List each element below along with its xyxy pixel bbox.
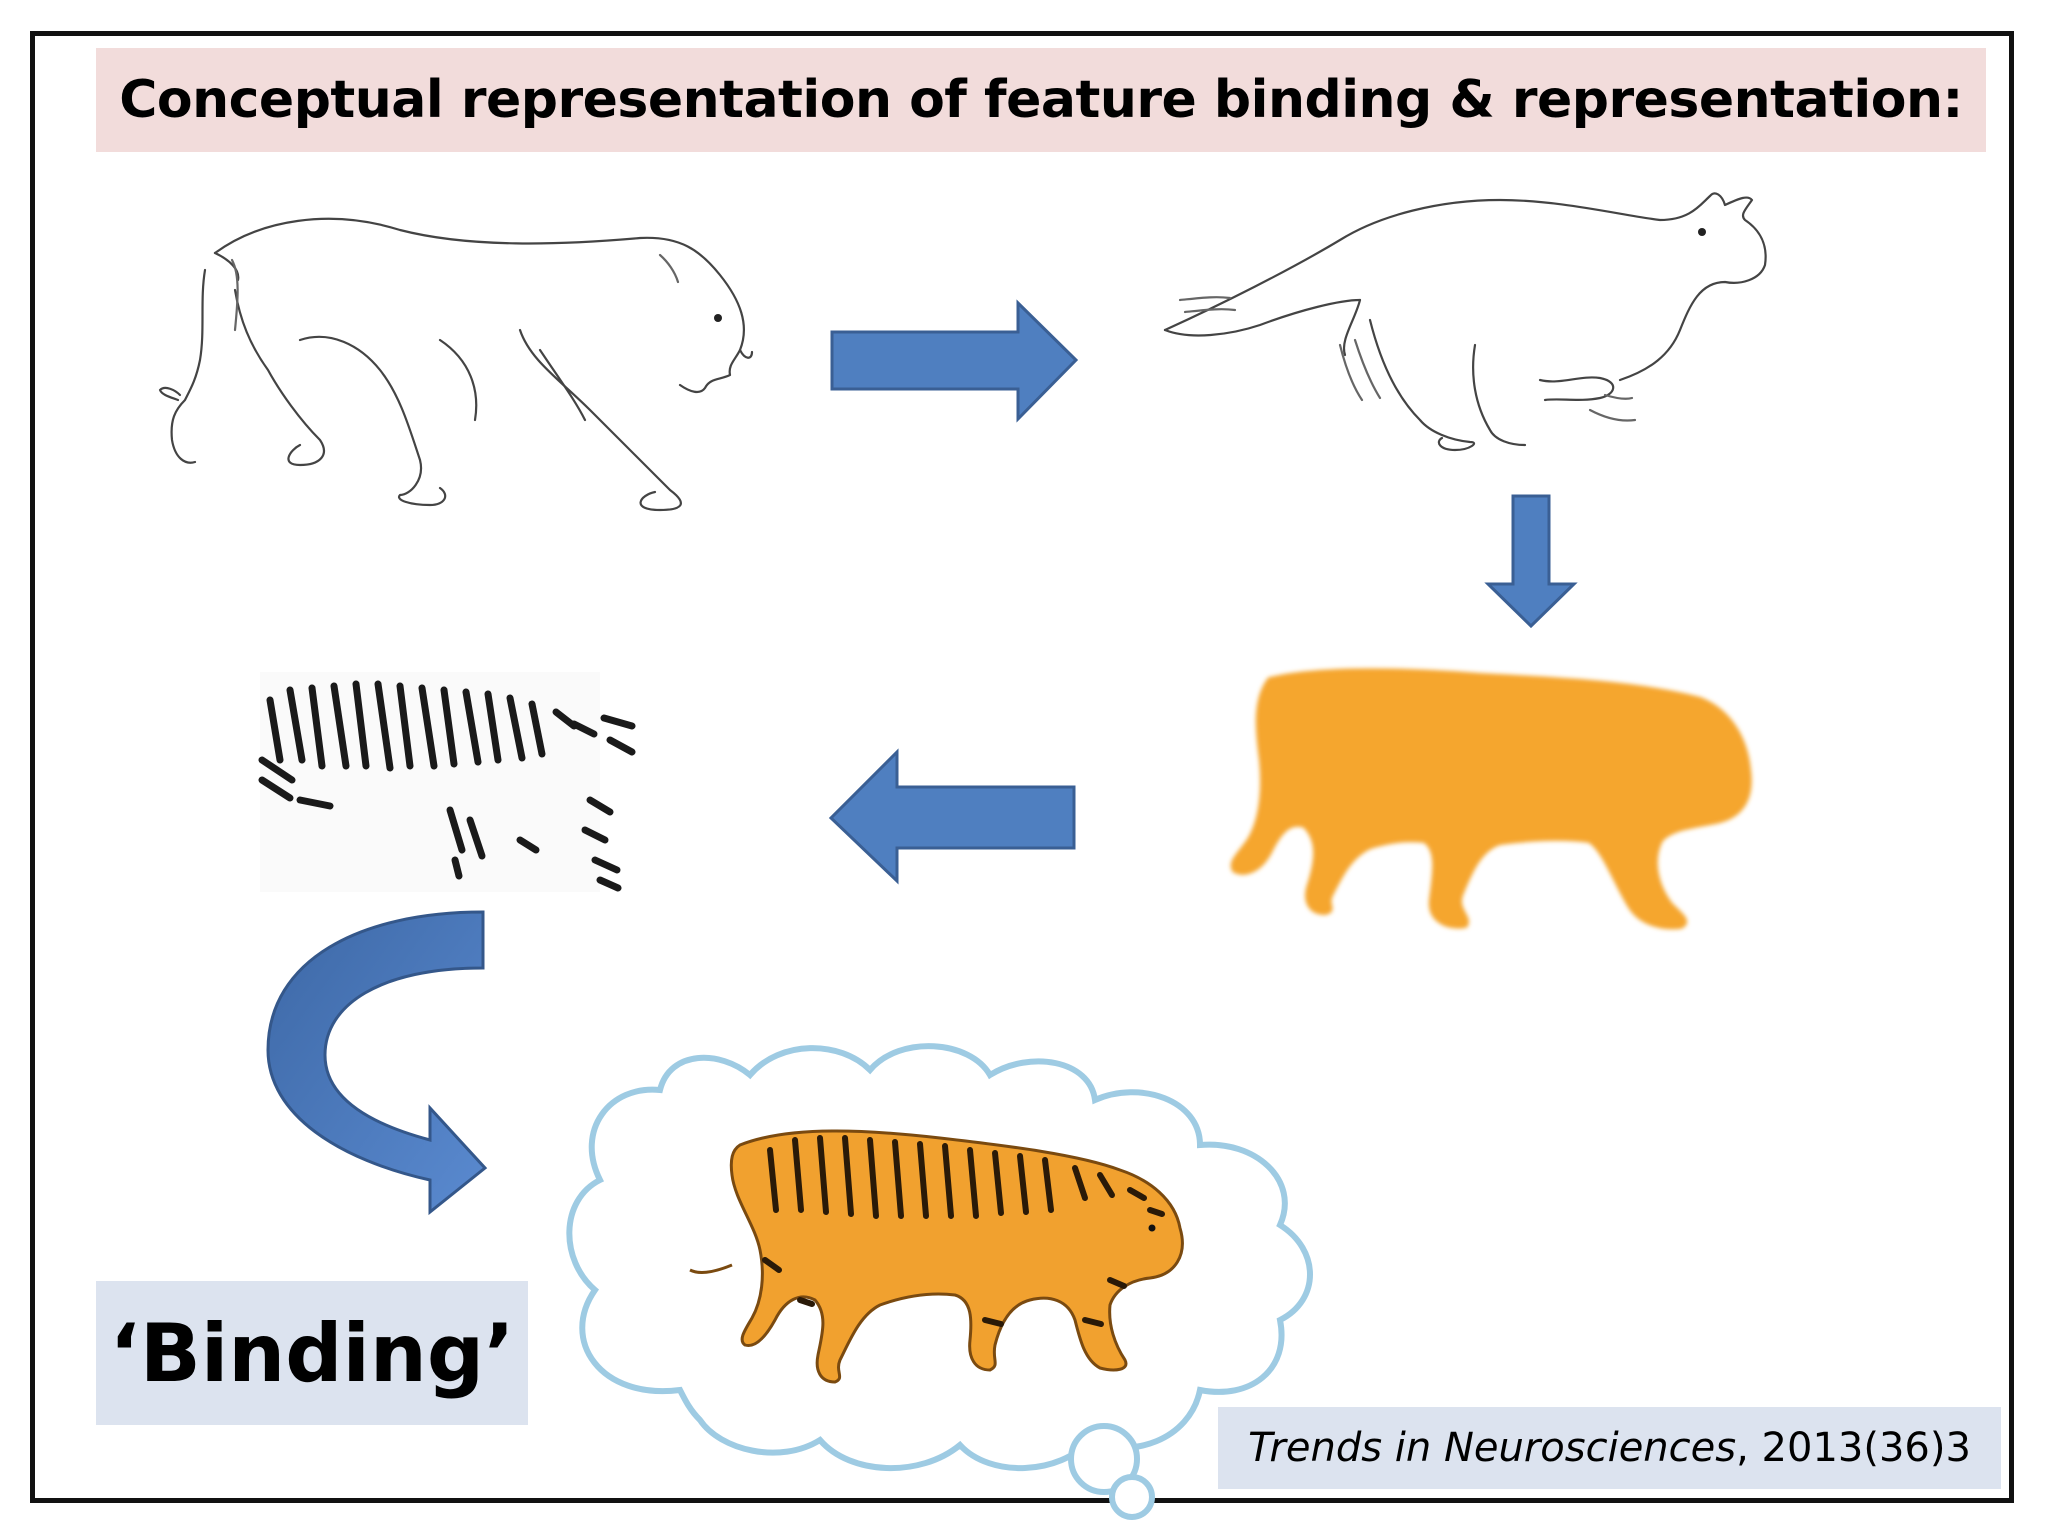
curved-arrow-icon xyxy=(266,910,488,1216)
citation-box: Trends in Neurosciences, 2013(36)3 xyxy=(1218,1407,2001,1489)
arrow-right-icon xyxy=(830,299,1079,423)
arrow-down-icon xyxy=(1484,494,1578,629)
citation-detail: , 2013(36)3 xyxy=(1736,1425,1971,1471)
binding-label-box: ‘Binding’ xyxy=(96,1281,528,1425)
tiger-color-icon xyxy=(1230,668,1752,930)
tiger-motion-icon xyxy=(1163,192,1767,452)
title-banner: Conceptual representation of feature bin… xyxy=(96,48,1986,152)
binding-label: ‘Binding’ xyxy=(109,1306,515,1400)
arrow-left-icon xyxy=(828,748,1076,885)
citation-journal: Trends in Neurosciences xyxy=(1248,1425,1737,1471)
citation: Trends in Neurosciences, 2013(36)3 xyxy=(1248,1425,1971,1471)
tiger-stripes-icon xyxy=(258,672,636,892)
tiger-outline-icon xyxy=(158,217,754,512)
slide-title: Conceptual representation of feature bin… xyxy=(119,70,1963,130)
tiger-bound-icon xyxy=(689,1129,1184,1384)
